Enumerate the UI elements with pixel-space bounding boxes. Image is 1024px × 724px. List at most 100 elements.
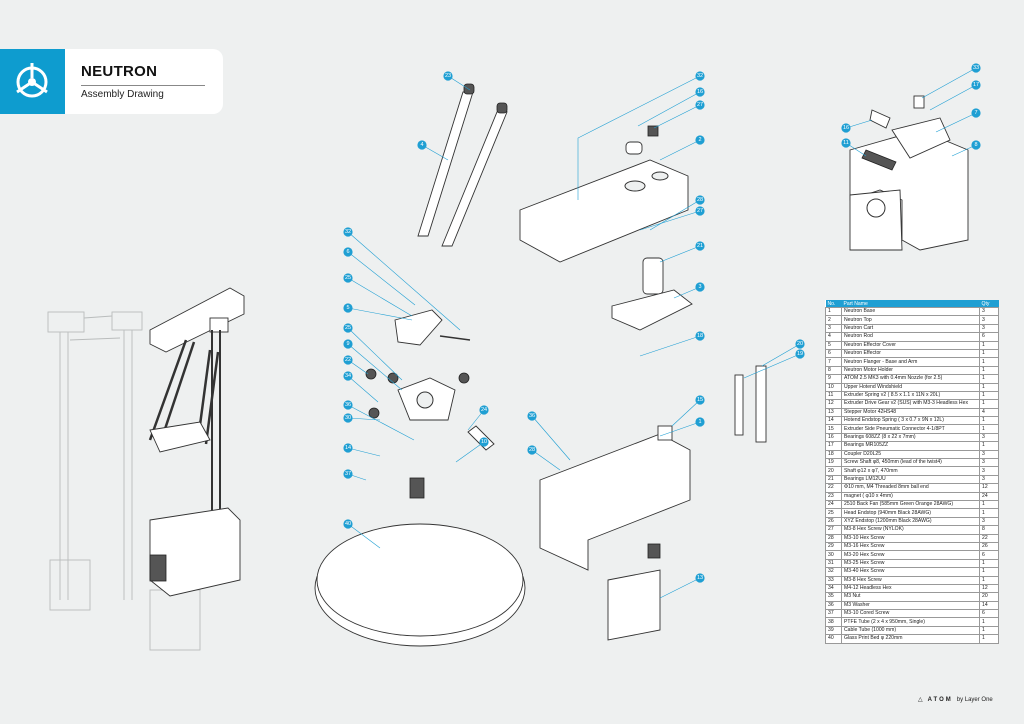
bom-cell-no: 35 bbox=[825, 592, 842, 602]
bom-header-no: No. bbox=[825, 300, 842, 308]
bom-cell-qty: 22 bbox=[979, 533, 999, 543]
svg-text:32: 32 bbox=[697, 73, 703, 79]
bom-cell-part-name: Neutron Base bbox=[841, 306, 980, 317]
svg-text:10: 10 bbox=[481, 439, 487, 445]
svg-text:40: 40 bbox=[345, 521, 351, 527]
callout-24: 24 bbox=[479, 405, 489, 415]
bom-cell-no: 17 bbox=[825, 441, 842, 451]
callout-13: 13 bbox=[695, 573, 705, 583]
bom-cell-qty: 3 bbox=[979, 474, 999, 485]
bom-cell-qty: 8 bbox=[979, 525, 999, 535]
bom-cell-no: 19 bbox=[825, 458, 842, 468]
svg-text:22: 22 bbox=[345, 357, 351, 363]
bom-cell-qty: 1 bbox=[979, 441, 999, 451]
bom-cell-qty: 3 bbox=[979, 315, 999, 325]
leader-lines bbox=[347, 67, 977, 599]
bom-cell-part-name: M3 Nut bbox=[841, 592, 980, 602]
bom-cell-no: 24 bbox=[825, 499, 842, 510]
bom-cell-qty: 1 bbox=[979, 567, 999, 577]
svg-text:28: 28 bbox=[529, 447, 535, 453]
callout-22: 22 bbox=[343, 355, 353, 365]
bom-cell-part-name: M3-10 Hex Screw bbox=[841, 533, 980, 543]
callout-33: 33 bbox=[971, 63, 981, 73]
callout-1: 1 bbox=[695, 417, 705, 427]
bom-cell-part-name: Neutron Motor Holder bbox=[841, 365, 980, 376]
svg-text:14: 14 bbox=[345, 445, 351, 451]
bom-cell-part-name: M3 Washer bbox=[841, 600, 980, 611]
bom-cell-qty: 1 bbox=[979, 374, 999, 384]
bom-cell-qty: 20 bbox=[979, 592, 999, 602]
callout-23: 23 bbox=[443, 71, 453, 81]
bom-header-part-name: Part Name bbox=[841, 300, 980, 308]
bom-cell-no: 7 bbox=[825, 357, 842, 367]
bom-cell-part-name: M3-10 Cored Screw bbox=[841, 609, 980, 619]
bom-cell-part-name: Neutron Top bbox=[841, 315, 980, 325]
bom-cell-qty: 1 bbox=[979, 575, 999, 585]
callout-36b: 36 bbox=[527, 411, 537, 421]
page-subtitle: Assembly Drawing bbox=[81, 89, 164, 100]
bom-cell-qty: 1 bbox=[979, 357, 999, 367]
bom-cell-no: 11 bbox=[825, 390, 842, 401]
bom-cell-no: 34 bbox=[825, 583, 842, 594]
callout-14: 14 bbox=[343, 443, 353, 453]
svg-text:13: 13 bbox=[697, 575, 703, 581]
callout-21: 21 bbox=[695, 241, 705, 251]
bom-cell-no: 39 bbox=[825, 625, 842, 636]
bom-cell-part-name: M3-8 Hex Screw bbox=[841, 575, 980, 585]
screw-shaft bbox=[734, 365, 767, 443]
bom-cell-no: 2 bbox=[825, 315, 842, 325]
callout-32: 32 bbox=[343, 227, 353, 237]
bom-cell-qty: 6 bbox=[979, 550, 999, 560]
bom-cell-part-name: M3-16 Hex Screw bbox=[841, 541, 980, 552]
bom-cell-qty: 3 bbox=[979, 432, 999, 443]
svg-text:18: 18 bbox=[697, 333, 703, 339]
svg-text:9: 9 bbox=[346, 341, 349, 347]
bom-cell-qty: 4 bbox=[979, 407, 999, 418]
bom-cell-qty: 1 bbox=[979, 634, 999, 644]
svg-text:36: 36 bbox=[529, 413, 535, 419]
bom-cell-part-name: Bearings LM12UU bbox=[841, 474, 980, 485]
bom-cell-qty: 3 bbox=[979, 323, 999, 334]
callout-25: 25 bbox=[343, 273, 353, 283]
callout-8: 8 bbox=[971, 140, 981, 150]
bom-cell-qty: 24 bbox=[979, 491, 999, 502]
effector-assembly bbox=[365, 309, 495, 499]
bom-cell-part-name: Neutron Flanger - Base and Arm bbox=[841, 357, 980, 367]
bom-cell-qty: 6 bbox=[979, 609, 999, 619]
callout-20: 20 bbox=[795, 339, 805, 349]
bom-cell-part-name: XYZ Endstop (1200mm Black 28AWG) bbox=[841, 516, 980, 527]
bom-header-row: No. Part Name Qty bbox=[825, 300, 999, 308]
cart-assembly bbox=[611, 257, 693, 331]
bom-cell-no: 6 bbox=[825, 348, 842, 359]
bom-cell-part-name: Shaft φ12 x φ7, 470mm bbox=[841, 466, 980, 476]
bom-cell-qty: 1 bbox=[979, 558, 999, 569]
assembled-tower bbox=[148, 287, 245, 597]
base-assembly bbox=[539, 425, 691, 641]
bom-cell-qty: 1 bbox=[979, 617, 999, 627]
bom-cell-part-name: M3-40 Hex Screw bbox=[841, 567, 980, 577]
bom-cell-no: 16 bbox=[825, 432, 842, 443]
bom-cell-part-name: Neutron Effector Cover bbox=[841, 340, 980, 350]
glass-print-bed bbox=[314, 523, 526, 647]
bom-cell-no: 13 bbox=[825, 407, 842, 418]
atom-logo-icon bbox=[16, 63, 48, 98]
bom-cell-part-name: Stepper Motor 42HS48 bbox=[841, 407, 980, 418]
bom-cell-no: 12 bbox=[825, 399, 842, 409]
bom-cell-qty: 3 bbox=[979, 516, 999, 527]
bom-cell-no: 4 bbox=[825, 332, 842, 342]
